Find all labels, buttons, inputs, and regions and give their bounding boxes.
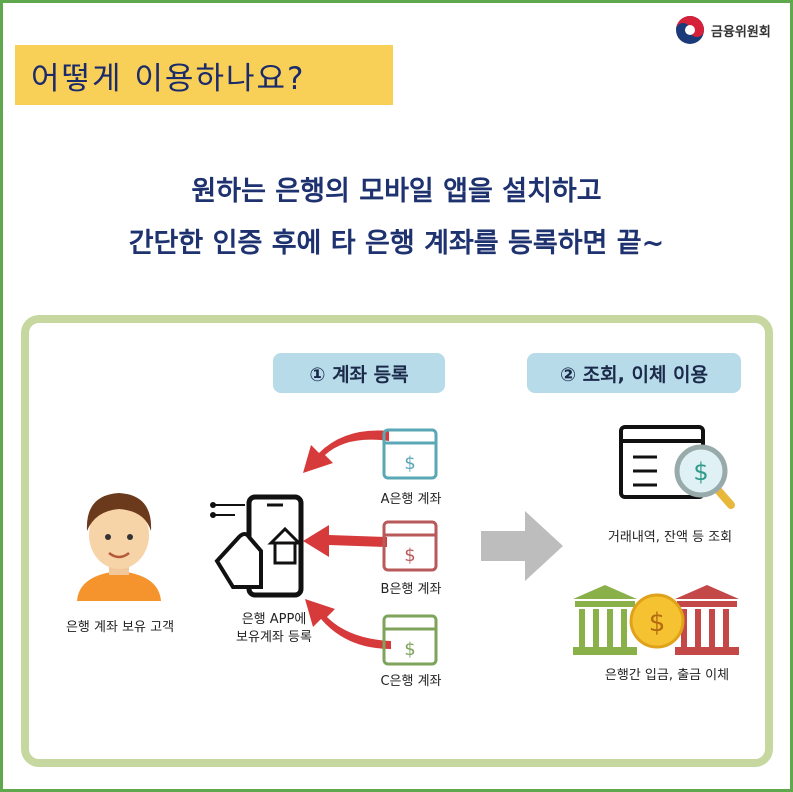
account-card-b-icon: $ bbox=[382, 520, 438, 572]
inquiry-label: 거래내역, 잔액 등 조회 bbox=[607, 530, 733, 545]
step-1-pill: ① 계좌 등록 bbox=[273, 353, 445, 393]
phone-app-icon bbox=[210, 494, 304, 598]
svg-text:$: $ bbox=[693, 458, 708, 486]
fsc-logo: 금융위원회 bbox=[675, 15, 771, 45]
arrow-b-icon bbox=[303, 525, 387, 557]
transfer-label: 은행간 입금, 출금 이체 bbox=[604, 668, 730, 683]
inquiry-icon: $ bbox=[619, 425, 735, 509]
account-card-a-icon: $ bbox=[382, 428, 438, 480]
page-title: 어떻게 이용하나요? bbox=[31, 60, 306, 97]
account-a-label: A은행 계좌 bbox=[380, 492, 442, 507]
title-banner: 어떻게 이용하나요? bbox=[15, 45, 393, 105]
svg-text:$: $ bbox=[649, 608, 666, 638]
account-b-label: B은행 계좌 bbox=[380, 582, 442, 597]
gray-arrow-icon bbox=[481, 511, 563, 581]
headline-line-2: 간단한 인증 후에 타 은행 계좌를 등록하면 끝~ bbox=[128, 228, 665, 259]
step-2-pill: ② 조회, 이체 이용 bbox=[527, 353, 741, 393]
logo-text: 금융위원회 bbox=[711, 24, 771, 40]
svg-text:$: $ bbox=[404, 639, 415, 660]
account-card-c-icon: $ bbox=[382, 614, 438, 666]
headline-line-1: 원하는 은행의 모바일 앱을 설치하고 bbox=[191, 176, 602, 207]
app-label-line-2: 보유계좌 등록 bbox=[236, 630, 312, 645]
customer-label: 은행 계좌 보유 고객 bbox=[65, 620, 175, 635]
account-c-label: C은행 계좌 bbox=[380, 674, 442, 689]
arrow-c-icon bbox=[305, 599, 391, 649]
svg-text:$: $ bbox=[404, 545, 415, 566]
taegeuk-icon bbox=[676, 16, 704, 44]
app-label-line-1: 은행 APP에 bbox=[241, 612, 307, 627]
svg-text:$: $ bbox=[404, 453, 415, 474]
flow-panel: ① 계좌 등록 ② 조회, 이체 이용 은행 계좌 보유 고객 은행 APP에 … bbox=[21, 315, 773, 767]
arrow-a-icon bbox=[303, 430, 389, 473]
customer-icon bbox=[77, 493, 161, 601]
bank-transfer-icon: $ bbox=[573, 585, 739, 655]
